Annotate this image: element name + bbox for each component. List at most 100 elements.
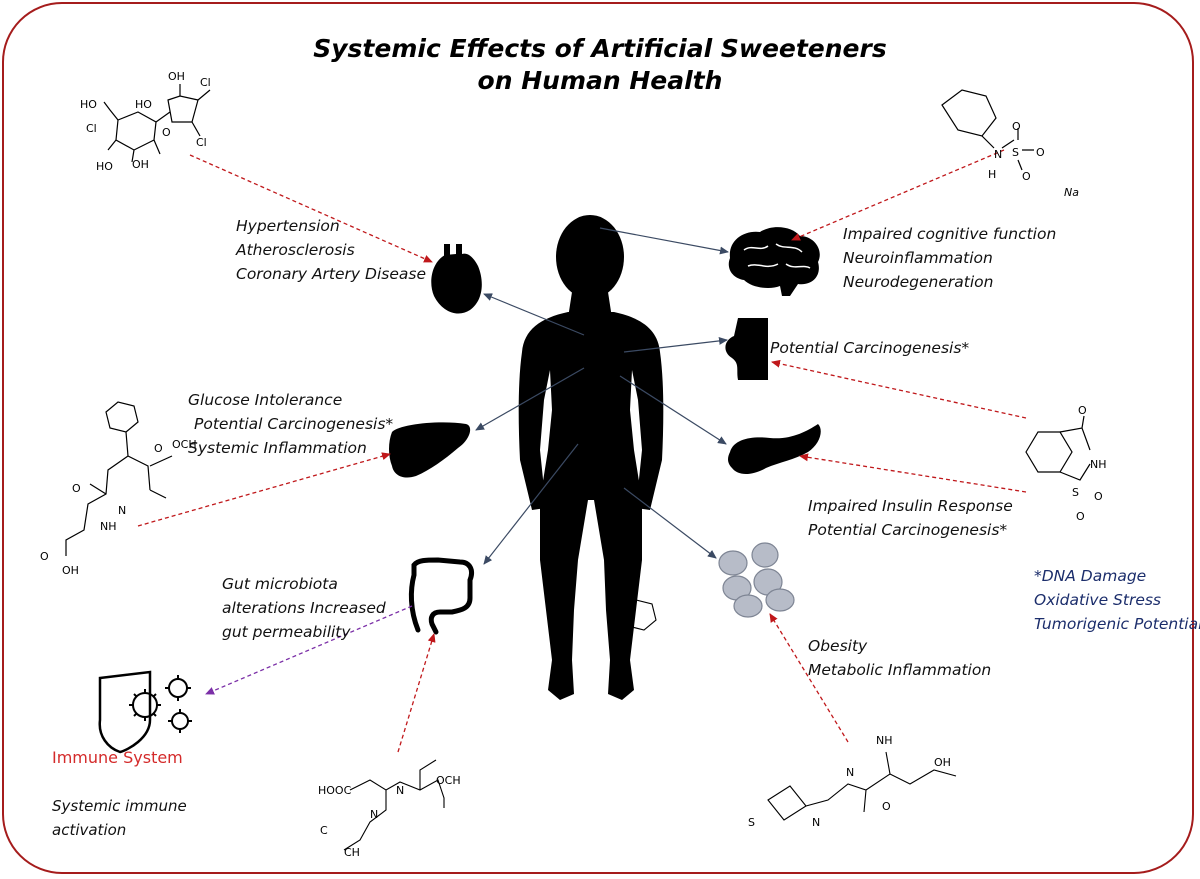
- heart-effects: Hypertension Atherosclerosis Coronary Ar…: [236, 214, 426, 286]
- alitame-label-n-1: N: [812, 816, 820, 829]
- immune-shield-icon: [98, 670, 152, 754]
- arrow-saccharin-pancreas: [799, 453, 1027, 493]
- adipose-cells-icon: [718, 542, 795, 618]
- arrow-cyclamate-brain: [791, 149, 1005, 241]
- footnote: *DNA Damage Oxidative Stress Tumorigenic…: [1034, 564, 1200, 636]
- saccharin-structure: O NH S O O: [1025, 404, 1107, 523]
- alitame-label-n-2: N: [846, 766, 854, 779]
- brain-icon: [728, 227, 820, 296]
- cyclamate-label-o-3: O: [1022, 170, 1031, 183]
- arrow-to-brain: [599, 227, 729, 255]
- breast-icon: [725, 318, 768, 380]
- sucralose-label-oh-2: OH: [168, 70, 185, 83]
- sucralose-label-oh-1: OH: [132, 158, 149, 171]
- aspartame-label-o-3: O: [40, 550, 49, 563]
- cyclamate-label-o-2: O: [1036, 146, 1045, 159]
- pancreas-effect-carcinogenesis: Potential Carcinogenesis*: [808, 521, 1008, 539]
- immune-effect-line2: activation: [52, 821, 127, 839]
- pancreas-effects: Impaired Insulin Response Potential Carc…: [808, 494, 1013, 542]
- pancreas-effect-insulin: Impaired Insulin Response: [808, 497, 1013, 515]
- sucralose-label-cl-2: Cl: [200, 76, 211, 89]
- cyclamate-structure: N H S O O O Na: [941, 89, 1079, 199]
- neotame-label-ch3: CH: [344, 846, 360, 859]
- liver-effects: Glucose Intolerance Potential Carcinogen…: [188, 388, 393, 460]
- cyclamate-label-o-1: O: [1012, 120, 1021, 133]
- heart-effect-hypertension: Hypertension: [236, 217, 340, 235]
- arrow-to-adipose: [623, 487, 717, 559]
- gut-effect-line2: alterations Increased: [222, 599, 386, 617]
- heart-effect-atherosclerosis: Atherosclerosis: [236, 241, 355, 259]
- cyclamate-label-na: Na: [1064, 186, 1079, 199]
- diagram-title-line1: Systemic Effects of Artificial Sweetener…: [313, 34, 887, 63]
- heart-icon: [431, 244, 482, 314]
- aspartame-label-o-1: O: [154, 442, 163, 455]
- liver-icon: [389, 422, 471, 478]
- brain-effect-cognitive: Impaired cognitive function: [843, 225, 1057, 243]
- compound-organ-arrows: [137, 149, 1027, 753]
- alitame-structure: S N N NH OH O: [748, 734, 957, 829]
- saccharin-label-s: S: [1072, 486, 1079, 499]
- breast-effect: Potential Carcinogenesis*: [770, 339, 970, 357]
- neotame-label-och3: OCH: [436, 774, 461, 787]
- sucralose-structure: HO Cl HO OH HO OH O Cl Cl: [80, 70, 211, 173]
- sucralose-label-ho-1: HO: [80, 98, 97, 111]
- sucralose-label-ho-2: HO: [96, 160, 113, 173]
- cyclamate-label-n: N: [994, 148, 1002, 161]
- liver-effect-carcinogenesis: Potential Carcinogenesis*: [194, 415, 394, 433]
- arrow-to-gut: [483, 443, 579, 565]
- neotame-label-hooc: HOOC: [318, 784, 352, 797]
- neotame-label-n-2: N: [396, 784, 404, 797]
- neotame-structure: HOOC N N OCH C CH: [318, 599, 657, 859]
- arrow-to-heart: [483, 293, 585, 336]
- sucralose-label-ho-3: HO: [135, 98, 152, 111]
- aspartame-label-n: N: [118, 504, 126, 517]
- gut-effects: Gut microbiota alterations Increased gut…: [222, 572, 386, 644]
- neotame-label-h3c: C: [320, 824, 328, 837]
- aspartame-label-oh: OH: [62, 564, 79, 577]
- aspartame-label-nh2: NH: [100, 520, 117, 533]
- arrow-alitame-adipose: [769, 613, 849, 743]
- saccharin-label-o-2: O: [1076, 510, 1085, 523]
- heart-effect-cad: Coronary Artery Disease: [236, 265, 426, 283]
- arrow-aspartame-liver: [137, 452, 391, 527]
- alitame-label-nh2: NH: [876, 734, 893, 747]
- brain-effect-neuroinflammation: Neuroinflammation: [843, 249, 993, 267]
- saccharin-label-o-3: O: [1094, 490, 1103, 503]
- immune-effect-line1: Systemic immune: [52, 797, 187, 815]
- gut-effect-line3: gut permeability: [222, 623, 351, 641]
- brain-effects: Impaired cognitive function Neuroinflamm…: [843, 222, 1056, 294]
- liver-effect-glucose: Glucose Intolerance: [188, 391, 343, 409]
- sucralose-label-cl-3: Cl: [196, 136, 207, 149]
- footnote-dna-damage: *DNA Damage: [1034, 567, 1147, 585]
- brain-effect-neurodegeneration: Neurodegeneration: [843, 273, 994, 291]
- arrow-to-pancreas: [619, 375, 727, 445]
- aspartame-label-och3: OCH: [172, 438, 197, 451]
- diagram-title-line2: on Human Health: [477, 66, 723, 95]
- arrow-neotame-gut: [397, 633, 436, 753]
- adipose-effect-obesity: Obesity: [808, 637, 868, 655]
- sucralose-label-o-1: O: [162, 126, 171, 139]
- arrow-to-liver: [475, 367, 585, 431]
- saccharin-label-nh: NH: [1090, 458, 1107, 471]
- adipose-effect-inflammation: Metabolic Inflammation: [808, 661, 992, 679]
- aspartame-structure: O OCH N NH O O OH: [40, 401, 197, 577]
- alitame-label-oh: OH: [934, 756, 951, 769]
- adipose-effects: Obesity Metabolic Inflammation: [808, 634, 991, 682]
- pancreas-icon: [728, 424, 821, 474]
- alitame-label-s: S: [748, 816, 755, 829]
- neotame-label-n-1: N: [370, 808, 378, 821]
- cyclamate-label-h: H: [988, 168, 996, 181]
- virus-icon: [129, 675, 192, 733]
- arrow-sucralose-heart: [189, 154, 433, 263]
- saccharin-label-o-1: O: [1078, 404, 1087, 417]
- cyclamate-label-s: S: [1012, 146, 1019, 159]
- immune-effects: Systemic immune activation: [52, 794, 187, 842]
- body-organ-arrows: [475, 227, 729, 565]
- footnote-tumorigenic: Tumorigenic Potential: [1034, 615, 1200, 633]
- footnote-oxidative-stress: Oxidative Stress: [1034, 591, 1162, 609]
- immune-system-title: Immune System: [52, 748, 183, 767]
- aspartame-label-o-2: O: [72, 482, 81, 495]
- arrow-to-breast: [623, 336, 728, 353]
- sucralose-label-cl-1: Cl: [86, 122, 97, 135]
